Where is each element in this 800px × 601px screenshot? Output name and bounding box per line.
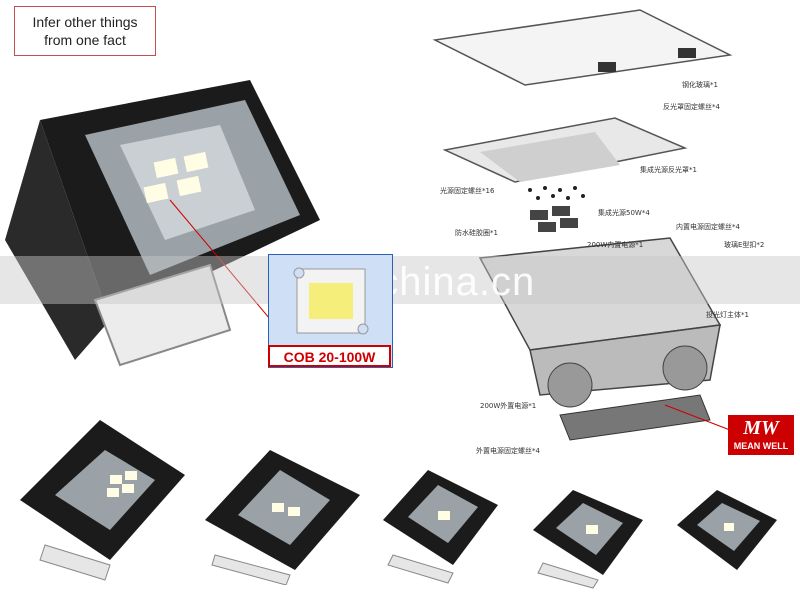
lamp-thumb-50w	[677, 490, 777, 570]
lamp-thumb-100w	[383, 470, 498, 584]
part-label-reflector: 集成光源反光罩*1	[640, 166, 697, 174]
part-label-reflector-screw: 反光罩固定螺丝*4	[663, 103, 720, 111]
part-label-led-source: 集成光源50W*4	[598, 209, 650, 217]
part-label-glass: 钢化玻璃*1	[682, 81, 718, 89]
part-label-internal-psu-screw: 内置电源固定螺丝*4	[676, 223, 740, 231]
lamp-thumb-70w	[533, 490, 643, 589]
lamp-thumb-200w	[20, 420, 185, 581]
mw-logo: MW	[743, 417, 779, 439]
mean-well-badge: MW MEAN WELL	[728, 415, 794, 455]
part-label-gasket: 防水硅胶圈*1	[455, 229, 498, 237]
watermark-band	[0, 256, 800, 304]
tagline-box: Infer other things from one fact	[14, 6, 156, 56]
part-label-clip: 玻璃E型扣*2	[724, 241, 765, 249]
part-label-internal-psu: 200W内置电源*1	[587, 241, 644, 249]
exploded-view-diagram	[432, 9, 733, 441]
cob-chip-icon	[293, 267, 369, 335]
large-floodlight-image	[5, 80, 320, 367]
part-label-housing: 投光灯主体*1	[706, 311, 749, 319]
part-label-external-psu: 200W外置电源*1	[480, 402, 537, 410]
part-label-external-psu-screw: 外置电源固定螺丝*4	[476, 447, 540, 455]
mw-brand-name: MEAN WELL	[733, 441, 789, 451]
cob-power-label: COB 20-100W	[268, 345, 391, 367]
part-label-source-screw: 光源固定螺丝*16	[440, 187, 495, 195]
lamp-thumb-150w	[205, 450, 360, 585]
